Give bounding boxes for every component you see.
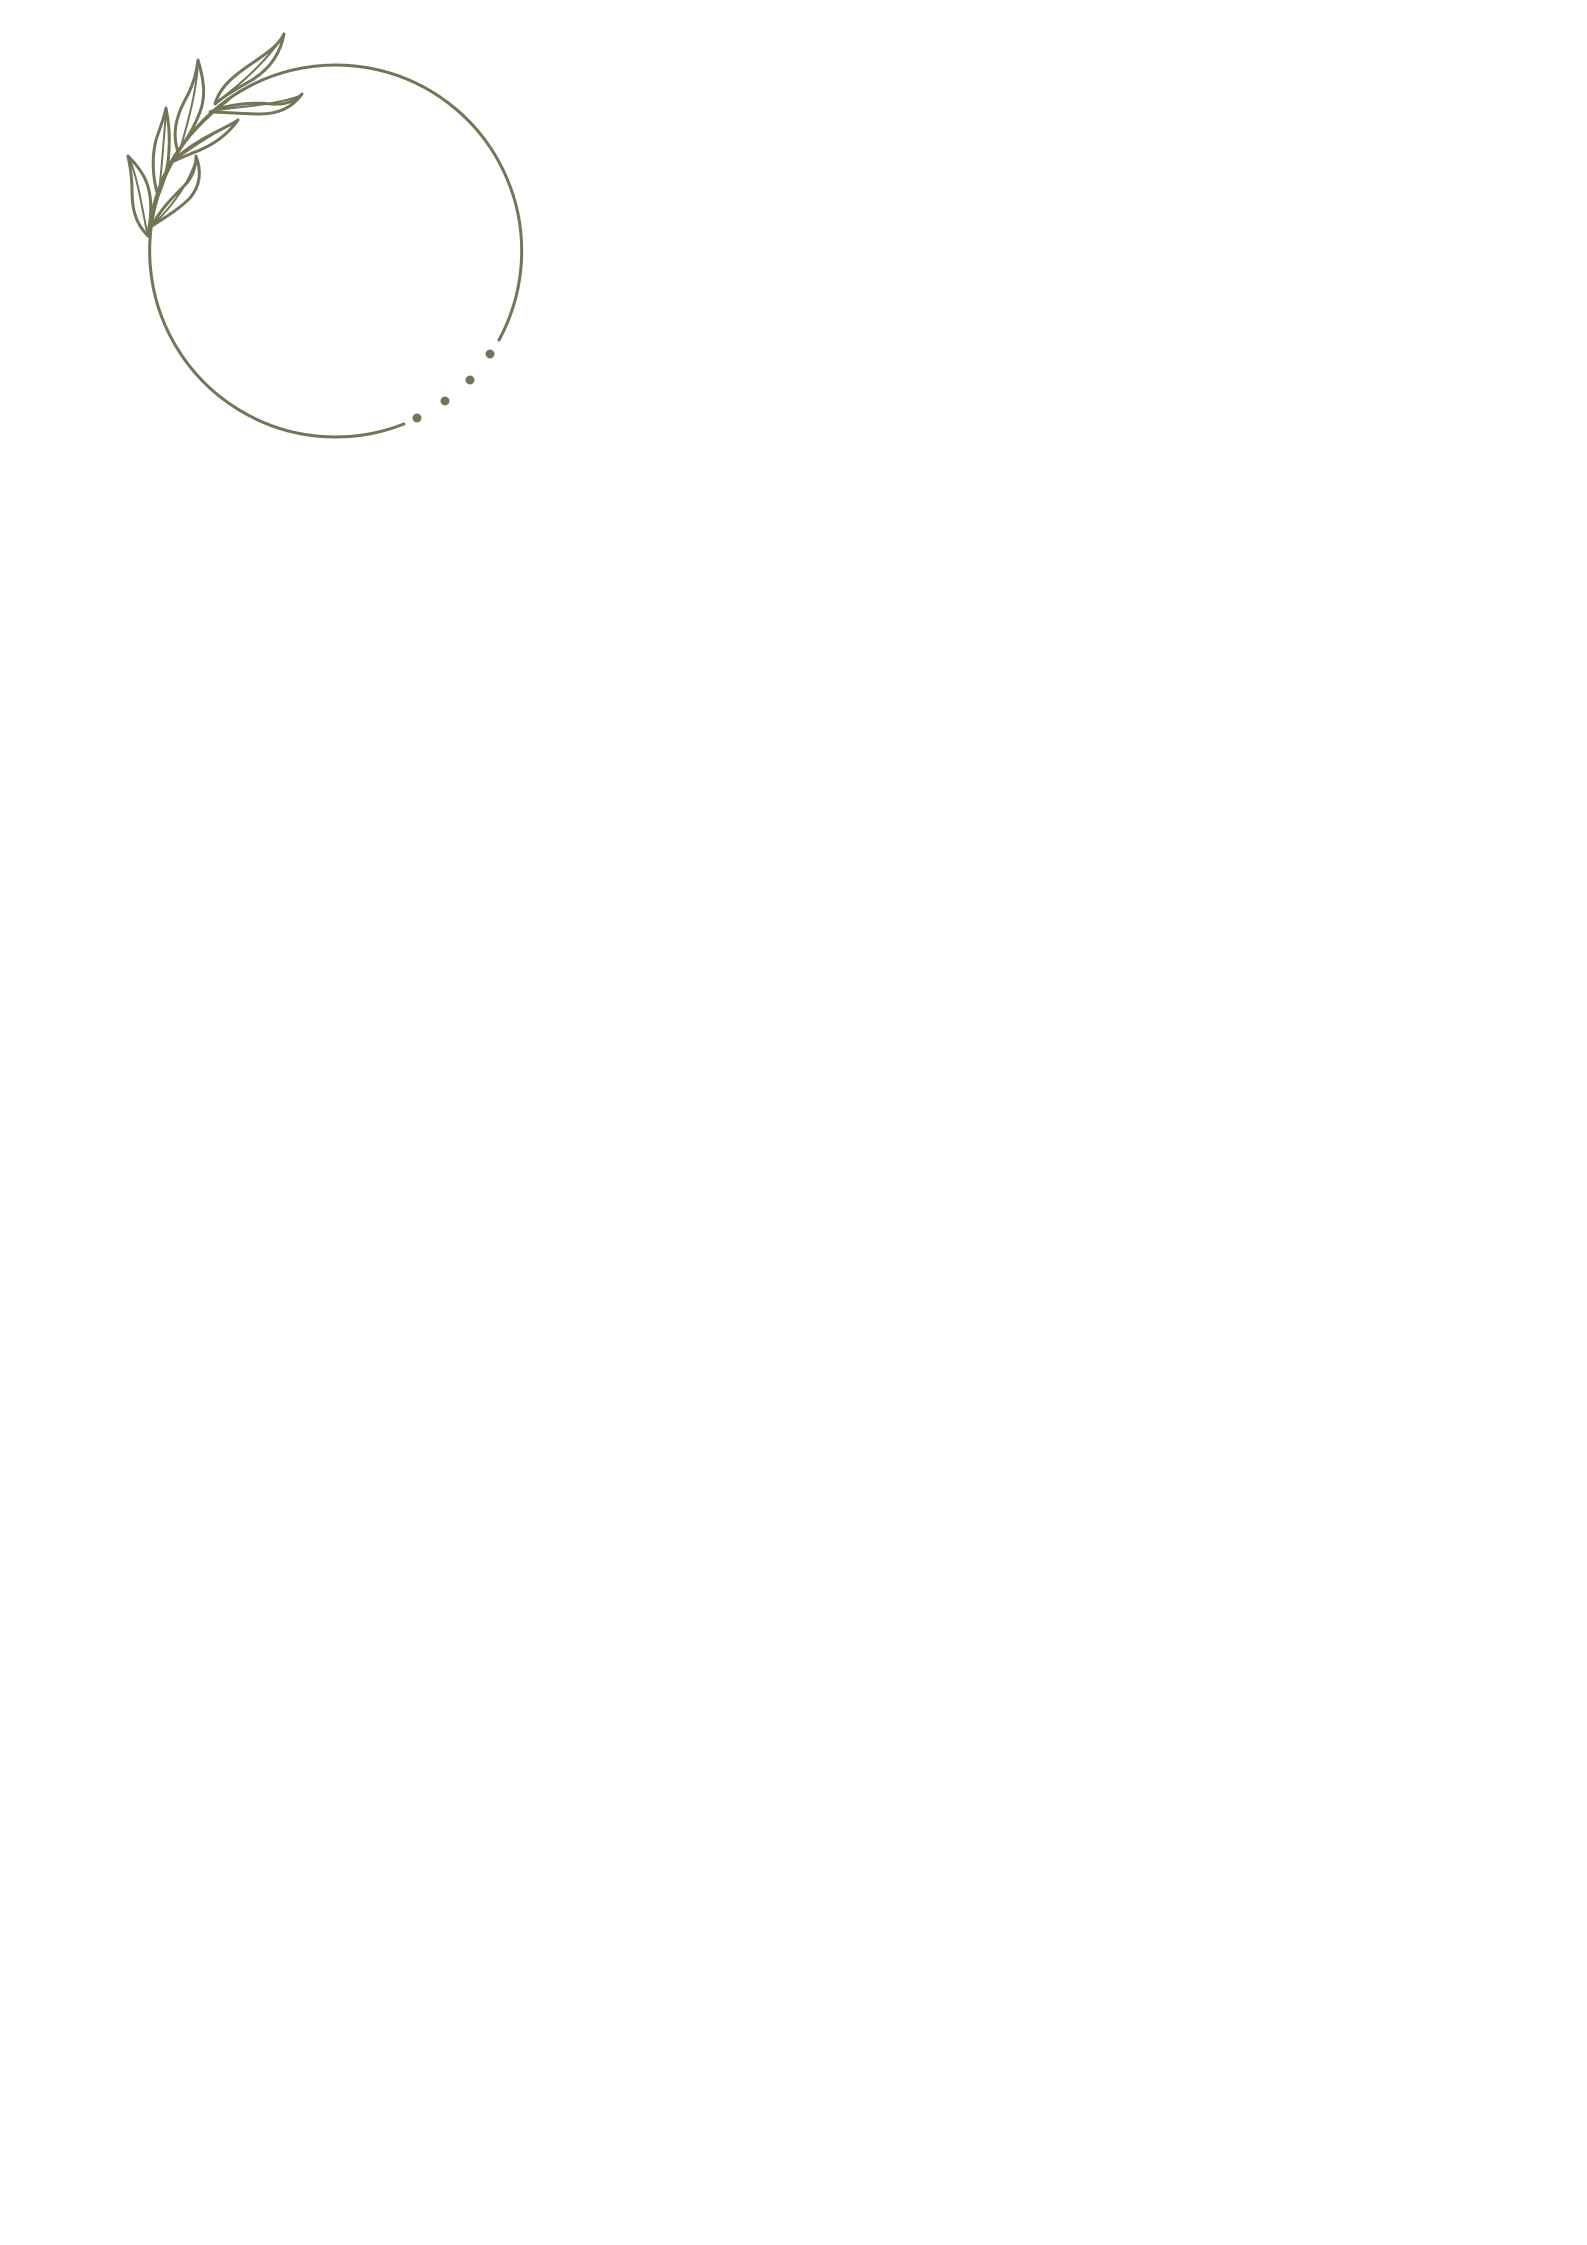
leaf — [173, 58, 206, 154]
leaf-vein — [129, 159, 148, 233]
leafy-branch — [126, 32, 304, 238]
leaf — [213, 32, 286, 106]
leaf-vein — [216, 37, 283, 103]
leaf — [151, 106, 171, 198]
trail-dot — [465, 375, 475, 385]
leaf-vein — [153, 159, 197, 225]
leaf — [126, 154, 153, 238]
leaf — [208, 92, 304, 116]
dotted-trail — [412, 349, 495, 423]
leaf-vein — [179, 63, 199, 151]
trail-dot — [485, 349, 495, 359]
laurel-wreath-circle-frame — [126, 32, 524, 439]
leaf-vein — [158, 111, 167, 193]
leaf-vein — [173, 121, 237, 161]
leaf — [150, 154, 201, 228]
trail-dot — [440, 396, 450, 406]
leaf-vein — [211, 95, 301, 112]
leaf — [170, 118, 240, 164]
trail-dot — [412, 413, 422, 423]
